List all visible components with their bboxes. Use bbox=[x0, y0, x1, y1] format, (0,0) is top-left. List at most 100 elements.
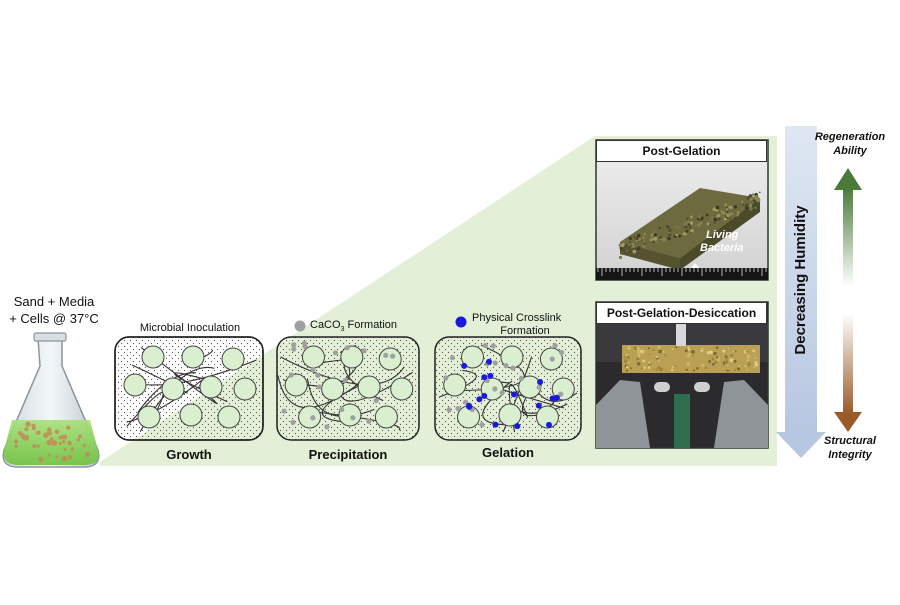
physical-crosslink-label-line1: Physical Crosslink bbox=[472, 312, 562, 324]
brick-grain bbox=[740, 208, 743, 210]
sand-speck bbox=[84, 451, 91, 458]
brick-grain bbox=[643, 242, 646, 246]
beam-grain bbox=[696, 367, 699, 370]
beam-grain bbox=[706, 351, 711, 355]
beam-grain bbox=[722, 361, 726, 365]
beam-grain bbox=[636, 350, 641, 354]
microbial-inoculation-label: Microbial Inoculation bbox=[139, 322, 241, 334]
caco3-particle bbox=[482, 342, 488, 349]
brick-grain bbox=[650, 238, 654, 242]
sand-grain bbox=[141, 345, 165, 369]
post-gelation-desiccation-title: Post-Gelation-Desiccation bbox=[596, 302, 767, 324]
beam-grain bbox=[657, 359, 660, 362]
beam-grain bbox=[729, 358, 733, 362]
sand-grain bbox=[460, 345, 484, 369]
caco3-particle bbox=[449, 355, 455, 361]
precipitation-schematic bbox=[276, 336, 420, 441]
sand-speck bbox=[76, 438, 80, 442]
brick-grain bbox=[668, 233, 672, 237]
sand-grain bbox=[357, 375, 381, 399]
sand-speck bbox=[68, 455, 73, 460]
gelation-schematic bbox=[434, 336, 582, 441]
sand-speck bbox=[49, 437, 54, 441]
beam-grain bbox=[736, 367, 741, 371]
brick-grain bbox=[689, 221, 694, 225]
crosslink-legend-marker bbox=[455, 316, 467, 328]
sand-speck bbox=[54, 429, 60, 435]
brick-grain bbox=[638, 238, 642, 242]
beam-grain bbox=[692, 369, 696, 372]
caco3-particle bbox=[324, 424, 330, 430]
beam-grain bbox=[734, 369, 737, 372]
sand-grain bbox=[378, 347, 402, 371]
caco3-particle bbox=[492, 386, 498, 392]
sand-speck bbox=[14, 444, 18, 448]
polymer-fiber bbox=[321, 384, 361, 423]
beam-grain bbox=[625, 354, 628, 357]
beam-grain bbox=[671, 347, 675, 351]
beam-grain bbox=[671, 365, 675, 369]
brick-grain bbox=[749, 206, 753, 211]
brick-grain bbox=[738, 199, 740, 201]
beam-grain bbox=[722, 349, 726, 353]
brick-grain bbox=[754, 206, 757, 209]
brick-grain bbox=[653, 230, 657, 234]
beam-grain bbox=[753, 366, 755, 369]
sand-speck bbox=[24, 427, 29, 432]
beam-grain bbox=[754, 363, 759, 367]
brick-grain bbox=[619, 246, 623, 250]
sand-grain bbox=[390, 377, 414, 401]
beam-grain bbox=[648, 361, 651, 364]
beam-grain bbox=[727, 368, 729, 370]
sand-speck bbox=[13, 439, 19, 444]
brick-grain bbox=[684, 225, 688, 229]
beam-grain bbox=[745, 350, 748, 353]
brick-grain bbox=[715, 216, 717, 219]
brick-grain bbox=[621, 253, 623, 255]
living-bacteria-label-line2: Bacteria bbox=[700, 242, 744, 254]
sand-speck bbox=[78, 434, 82, 439]
brick-grain bbox=[713, 222, 716, 225]
decreasing-humidity-label: Decreasing Humidity bbox=[792, 205, 809, 355]
brick-grain bbox=[741, 200, 744, 203]
beam-grain bbox=[675, 346, 678, 349]
brick-grain bbox=[632, 249, 637, 254]
beam-grain bbox=[732, 350, 735, 353]
beam-grain bbox=[643, 350, 646, 353]
caco3-subscript: 3 bbox=[340, 326, 345, 334]
beam-grain bbox=[684, 349, 688, 353]
caco3-particle bbox=[291, 342, 297, 348]
sand-speck bbox=[46, 439, 52, 446]
sand-speck bbox=[22, 434, 26, 438]
caco3-particle bbox=[288, 372, 294, 378]
brick-grain bbox=[689, 226, 692, 229]
gelation-caption: Gelation bbox=[481, 445, 534, 460]
beam-grain bbox=[701, 347, 705, 350]
brick-grain bbox=[705, 213, 709, 217]
caco3-particle bbox=[342, 377, 348, 383]
beam-grain bbox=[636, 346, 640, 351]
regeneration-ability-label-line2: Ability bbox=[833, 145, 867, 157]
sand-speck bbox=[35, 430, 41, 436]
brick-grain bbox=[678, 234, 682, 238]
growth-schematic bbox=[114, 336, 264, 441]
beam-grain bbox=[686, 362, 690, 366]
sand-speck bbox=[82, 443, 87, 448]
brick-grain bbox=[716, 213, 721, 218]
beam-grain bbox=[722, 363, 725, 366]
beam-grain bbox=[627, 345, 631, 350]
brick-grain bbox=[720, 210, 723, 212]
brick-grain bbox=[642, 236, 645, 240]
crosslink-point bbox=[535, 402, 542, 409]
beam-grain bbox=[647, 366, 651, 369]
living-bacteria-label-line1: Living bbox=[706, 229, 739, 241]
beam-grain bbox=[637, 353, 641, 357]
brick-grain bbox=[726, 213, 730, 218]
beam-grain bbox=[663, 354, 667, 357]
caco3-formula: CaCO bbox=[310, 319, 341, 331]
crosslink-point bbox=[481, 392, 488, 399]
sand-speck bbox=[46, 430, 53, 436]
beam-grain bbox=[713, 351, 717, 356]
crosslink-point bbox=[514, 423, 521, 430]
brick-grain bbox=[736, 213, 739, 217]
